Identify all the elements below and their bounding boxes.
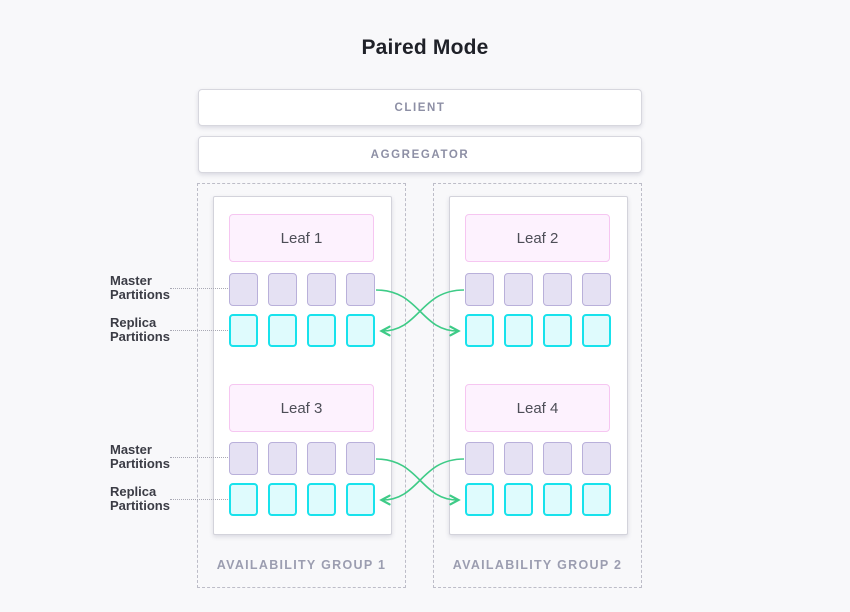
leaf-2-replica-partitions-row — [465, 314, 611, 347]
master-partition-box — [465, 442, 494, 475]
master-partition-box — [465, 273, 494, 306]
leaf-1-replica-partitions-row — [229, 314, 375, 347]
replica-partition-box — [465, 314, 494, 347]
replica-partition-box — [229, 314, 258, 347]
master-partition-box — [268, 273, 297, 306]
replica-partition-box — [268, 314, 297, 347]
master-partition-box — [504, 442, 533, 475]
replica-partition-box — [307, 483, 336, 516]
leader-line-master-top — [170, 288, 228, 289]
leader-line-replica-top — [170, 330, 228, 331]
leaf-2-master-partitions-row — [465, 273, 611, 306]
availability-group-1: Leaf 1 Leaf 3 — [197, 183, 406, 588]
replica-partition-box — [582, 314, 611, 347]
replica-partition-box — [229, 483, 258, 516]
master-partition-box — [582, 442, 611, 475]
leaf-4-master-partitions-row — [465, 442, 611, 475]
replica-partition-box — [504, 314, 533, 347]
replica-partition-box — [307, 314, 336, 347]
replica-partition-box — [543, 483, 572, 516]
leaf-node-container-1: Leaf 1 Leaf 3 — [213, 196, 392, 535]
master-partition-box — [229, 442, 258, 475]
leaf-3-replica-partitions-row — [229, 483, 375, 516]
client-box: CLIENT — [198, 89, 642, 126]
availability-group-2-label: AVAILABILITY GROUP 2 — [452, 558, 623, 572]
master-partition-box — [229, 273, 258, 306]
replica-partition-box — [504, 483, 533, 516]
master-partition-box — [543, 273, 572, 306]
leader-line-master-bottom — [170, 457, 228, 458]
master-partition-box — [582, 273, 611, 306]
leaf-1-master-partitions-row — [229, 273, 375, 306]
master-partition-box — [307, 442, 336, 475]
master-partition-box — [504, 273, 533, 306]
diagram-title: Paired Mode — [361, 36, 489, 59]
master-partition-box — [307, 273, 336, 306]
leader-line-replica-bottom — [170, 499, 228, 500]
master-partition-box — [346, 273, 375, 306]
replica-partition-box — [582, 483, 611, 516]
replica-partitions-label-bottom: Replica Partitions — [110, 484, 170, 513]
master-partitions-label-top: Master Partitions — [110, 273, 170, 302]
replica-partition-box — [465, 483, 494, 516]
leaf-4-box: Leaf 4 — [465, 384, 610, 432]
master-partition-box — [268, 442, 297, 475]
replica-partition-box — [543, 314, 572, 347]
availability-group-1-label: AVAILABILITY GROUP 1 — [216, 558, 387, 572]
leaf-3-box: Leaf 3 — [229, 384, 374, 432]
replica-partition-box — [268, 483, 297, 516]
aggregator-box: AGGREGATOR — [198, 136, 642, 173]
leaf-2-box: Leaf 2 — [465, 214, 610, 262]
leaf-4-replica-partitions-row — [465, 483, 611, 516]
leaf-3-master-partitions-row — [229, 442, 375, 475]
replica-partition-box — [346, 314, 375, 347]
availability-group-2: Leaf 2 Leaf 4 — [433, 183, 642, 588]
aggregator-label: AGGREGATOR — [370, 148, 470, 161]
replica-partitions-label-top: Replica Partitions — [110, 315, 170, 344]
leaf-1-box: Leaf 1 — [229, 214, 374, 262]
master-partition-box — [543, 442, 572, 475]
leaf-node-container-2: Leaf 2 Leaf 4 — [449, 196, 628, 535]
master-partitions-label-bottom: Master Partitions — [110, 442, 170, 471]
replica-partition-box — [346, 483, 375, 516]
master-partition-box — [346, 442, 375, 475]
client-label: CLIENT — [394, 101, 446, 114]
